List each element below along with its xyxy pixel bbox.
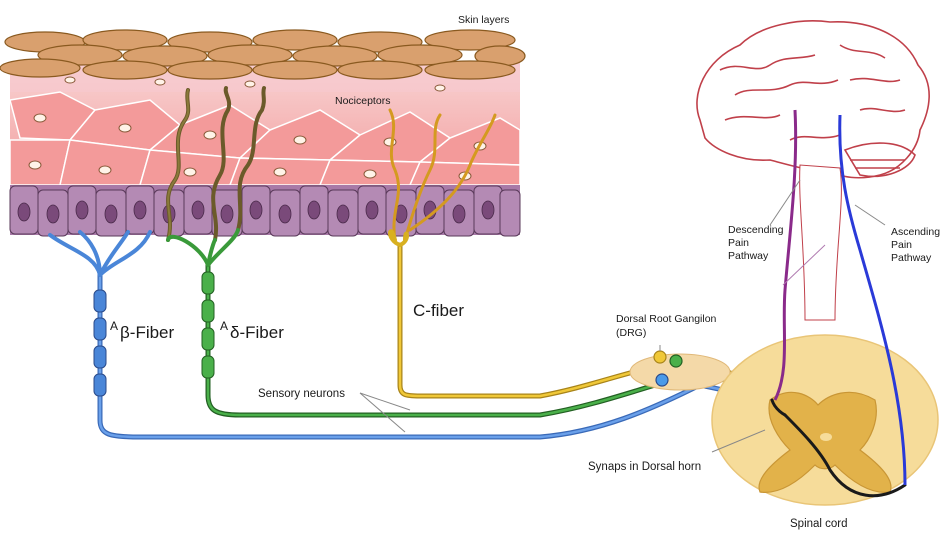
label-nociceptors: Nociceptors bbox=[335, 95, 390, 107]
label-c-fiber: C-fiber bbox=[413, 301, 464, 320]
label-a-delta-fiber: A δ-Fiber bbox=[220, 319, 284, 342]
label-ascending-line2: Pain bbox=[891, 239, 912, 251]
label-drg-line2: (DRG) bbox=[616, 327, 646, 339]
brainstem bbox=[800, 165, 842, 320]
label-ascending-line1: Ascending bbox=[891, 226, 940, 238]
label-skin-layers: Skin layers bbox=[458, 14, 509, 26]
skin-tissue bbox=[0, 30, 525, 236]
label-descending-line2: Pain bbox=[728, 237, 749, 249]
label-descending-line1: Descending bbox=[728, 224, 784, 236]
brain bbox=[697, 21, 929, 178]
label-descending-line3: Pathway bbox=[728, 250, 769, 262]
label-ascending-pathway: Ascending Pain Pathway bbox=[891, 226, 940, 264]
label-sensory-neurons: Sensory neurons bbox=[258, 388, 345, 400]
label-synapse: Synaps in Dorsal horn bbox=[588, 461, 701, 473]
label-drg-line1: Dorsal Root Gangilon bbox=[616, 313, 717, 325]
label-a-delta-suffix: δ-Fiber bbox=[230, 323, 284, 342]
label-a-beta-prefix: A bbox=[110, 319, 118, 333]
label-a-delta-prefix: A bbox=[220, 319, 228, 333]
label-descending-pathway: Descending Pain Pathway bbox=[728, 224, 784, 262]
label-spinal-cord: Spinal cord bbox=[790, 518, 848, 530]
label-a-beta-suffix: β-Fiber bbox=[120, 323, 175, 342]
dorsal-root-ganglion bbox=[630, 351, 730, 390]
label-ascending-line3: Pathway bbox=[891, 252, 932, 264]
label-a-beta-fiber: A β-Fiber bbox=[110, 319, 175, 342]
